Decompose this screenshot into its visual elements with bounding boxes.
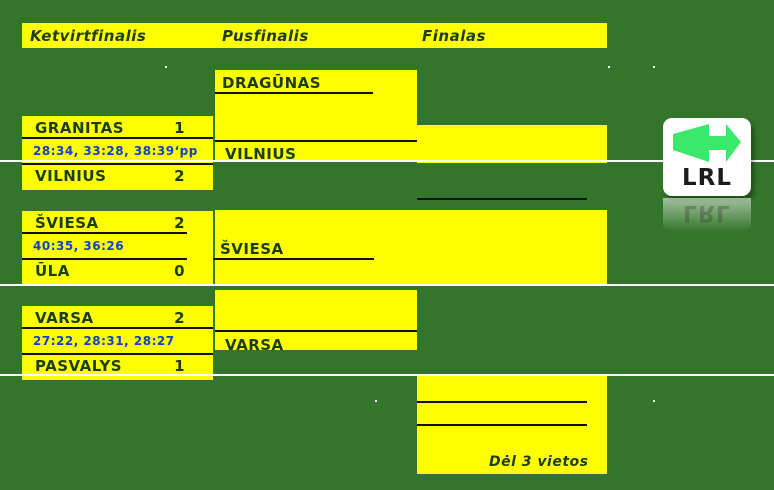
- speck-mark-c: [653, 66, 655, 68]
- qf2-set-scores: 40:35, 36:26: [33, 239, 125, 253]
- separator-line-upper: [0, 160, 774, 162]
- header-semifinal-label: Pusfinalis: [222, 27, 309, 45]
- qf2-away-team: ŪLA: [35, 262, 70, 280]
- qf3-set-scores: 27:22, 28:31, 28:27: [33, 334, 175, 348]
- third-place-label: Dėl 3 vietos: [489, 454, 589, 470]
- qf3-bottom-rule: [22, 353, 213, 355]
- header-quarterfinal-label: Ketvirtfinalis: [30, 27, 147, 45]
- header-bar: [22, 23, 607, 48]
- logo-reflection-text: LRL: [683, 200, 731, 225]
- qf2-bottom-rule: [22, 258, 187, 260]
- qf3-top-rule: [22, 327, 213, 329]
- final-column-cutout-top: [417, 70, 607, 125]
- third-place-bottom-rule: [417, 424, 587, 426]
- semifinal-lower-top-team: ŠVIESA: [220, 240, 284, 258]
- speck-mark-e: [653, 400, 655, 402]
- logo-reflection: LRL: [663, 198, 751, 232]
- qf1-bottom-rule: [22, 163, 213, 165]
- semifinal-lower-top-rule: [212, 258, 374, 260]
- semifinal-upper-top-rule: [215, 92, 373, 94]
- lrl-logo: LRL LRL: [659, 118, 757, 233]
- qf2-top-rule: [22, 232, 187, 234]
- separator-line-middle: [0, 284, 774, 286]
- qf1-home-score: 1: [174, 119, 185, 137]
- separator-line-lower: [0, 374, 774, 376]
- semifinal-upper-bottom-rule: [215, 140, 417, 142]
- qf2-box: [22, 211, 213, 285]
- logo-text: LRL: [681, 165, 733, 191]
- qf1-home-team: GRANITAS: [35, 119, 125, 137]
- qf2-home-score: 2: [174, 214, 185, 232]
- semifinal-lower-bottom-team: VARSA: [225, 336, 284, 354]
- qf3-home-team: VARSA: [35, 309, 94, 327]
- logo-card: LRL: [663, 118, 751, 196]
- qf3-home-score: 2: [174, 309, 185, 327]
- semifinal-upper-bottom-team: VILNIUS: [225, 145, 297, 163]
- final-top-rule: [417, 198, 587, 200]
- speck-mark-b: [608, 66, 610, 68]
- qf2-home-team: ŠVIESA: [35, 214, 99, 232]
- semifinal-lower-bottom-rule: [215, 330, 417, 332]
- qf1-set-scores: 28:34, 33:28, 38:39‘pp: [33, 144, 198, 158]
- qf1-away-score: 2: [174, 167, 185, 185]
- qf1-top-rule: [22, 137, 213, 139]
- speck-mark-a: [165, 66, 167, 68]
- speck-mark-d: [375, 400, 377, 402]
- qf3-box: [22, 306, 213, 380]
- qf3-away-team: PASVALYS: [35, 357, 123, 375]
- third-place-top-rule: [417, 401, 587, 403]
- qf1-away-team: VILNIUS: [35, 167, 107, 185]
- semifinal-upper-top-team: DRAGŪNAS: [222, 74, 322, 92]
- arrow-icon: [673, 124, 741, 162]
- semifinal-lower-bottom-fill: [215, 290, 417, 350]
- header-final-label: Finalas: [422, 27, 486, 45]
- qf2-away-score: 0: [174, 262, 185, 280]
- qf1-box: [22, 116, 213, 190]
- semifinal-lower-fill: [215, 210, 417, 285]
- final-column-cutout-middle: [417, 163, 607, 210]
- qf3-away-score: 1: [174, 357, 185, 375]
